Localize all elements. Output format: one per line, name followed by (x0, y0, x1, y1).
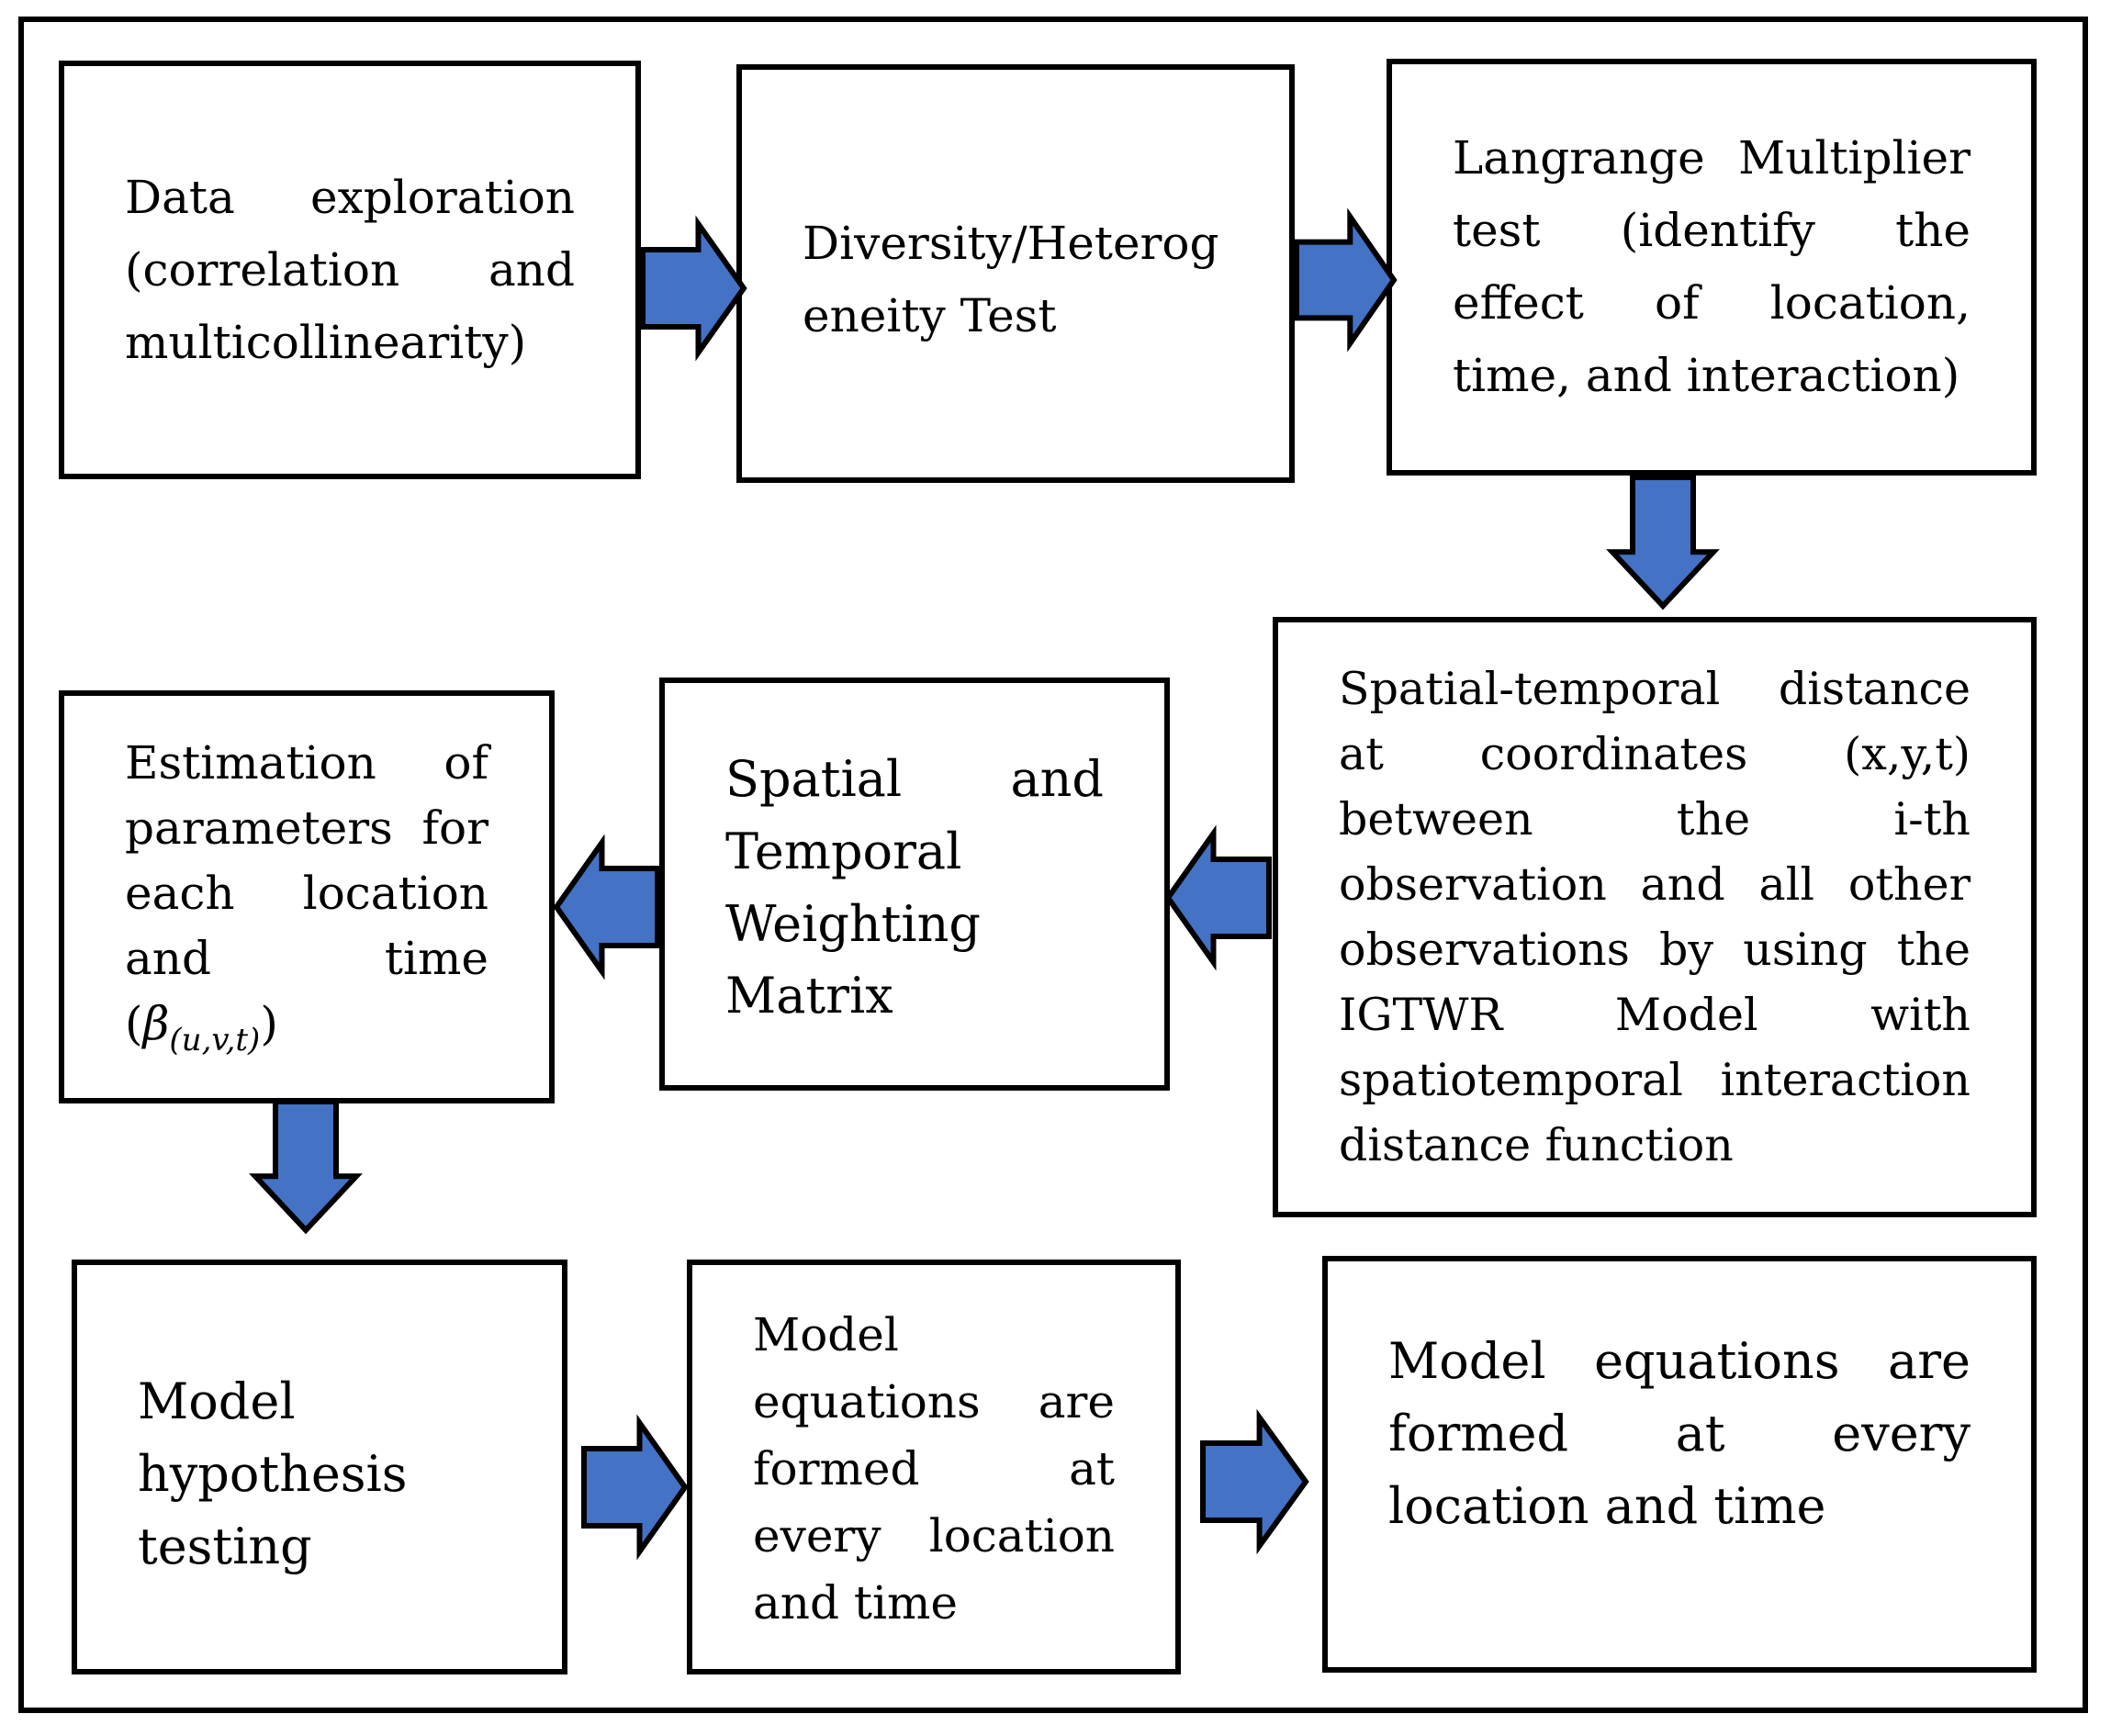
arrow-right-2-shape (1294, 207, 1398, 353)
arrow-right-4 (1200, 1408, 1309, 1555)
hypothesis-testing-text: Model hypothesis testing (138, 1372, 408, 1575)
box-model-equations-2: Model equations are formed at every loca… (1322, 1256, 2037, 1673)
arrow-down-1 (1606, 475, 1720, 610)
beta-symbol: β (142, 997, 170, 1051)
arrow-right-4-shape (1200, 1408, 1309, 1555)
arrow-left-2-shape (553, 834, 660, 980)
lagrange-test-text: Langrange Multiplier test (identify the … (1453, 131, 1971, 402)
beta-subscript: (u,v,t) (169, 1022, 261, 1059)
box-estimation: Estimation of parameters for each locati… (59, 690, 555, 1103)
diagram-frame (18, 17, 2088, 1713)
estimation-close: ) (260, 997, 278, 1051)
box-weighting-matrix: Spatial and Temporal Weighting Matrix (659, 678, 1170, 1091)
estimation-label: Estimation of parameters for each locati… (125, 736, 488, 1051)
data-exploration-text: Data exploration (correlation and multic… (125, 170, 575, 369)
arrow-right-2 (1294, 207, 1398, 353)
arrow-left-1 (1164, 824, 1272, 971)
arrow-down-2 (249, 1099, 363, 1235)
weighting-matrix-text: Spatial and Temporal Weighting Matrix (725, 750, 1104, 1025)
model-equations-2-text: Model equations are formed at every loca… (1388, 1332, 1971, 1535)
arrow-down-1-shape (1606, 475, 1720, 610)
box-model-equations-1: Model equations are formed at every loca… (687, 1260, 1181, 1674)
model-equations-1-text: Model equations are formed at every loca… (753, 1308, 1115, 1630)
arrow-right-1-shape (640, 215, 747, 362)
arrow-left-2 (553, 834, 660, 980)
arrow-right-3 (581, 1414, 689, 1561)
arrow-left-1-shape (1164, 824, 1272, 971)
box-lagrange-test: Langrange Multiplier test (identify the … (1387, 59, 2037, 476)
arrow-down-2-shape (249, 1099, 363, 1235)
estimation-text: Estimation of parameters for each locati… (125, 731, 488, 1062)
spatial-temporal-distance-text: Spatial-temporal distance at coordinates… (1339, 662, 1971, 1172)
box-hypothesis-testing: Model hypothesis testing (72, 1260, 567, 1674)
arrow-right-3-shape (581, 1414, 689, 1561)
diversity-test-text: Diversity/Heterog eneity Test (803, 217, 1219, 342)
arrow-right-1 (640, 215, 747, 362)
box-data-exploration: Data exploration (correlation and multic… (59, 61, 641, 479)
box-spatial-temporal-distance: Spatial-temporal distance at coordinates… (1273, 617, 2037, 1217)
box-diversity-test: Diversity/Heterog eneity Test (736, 64, 1295, 483)
